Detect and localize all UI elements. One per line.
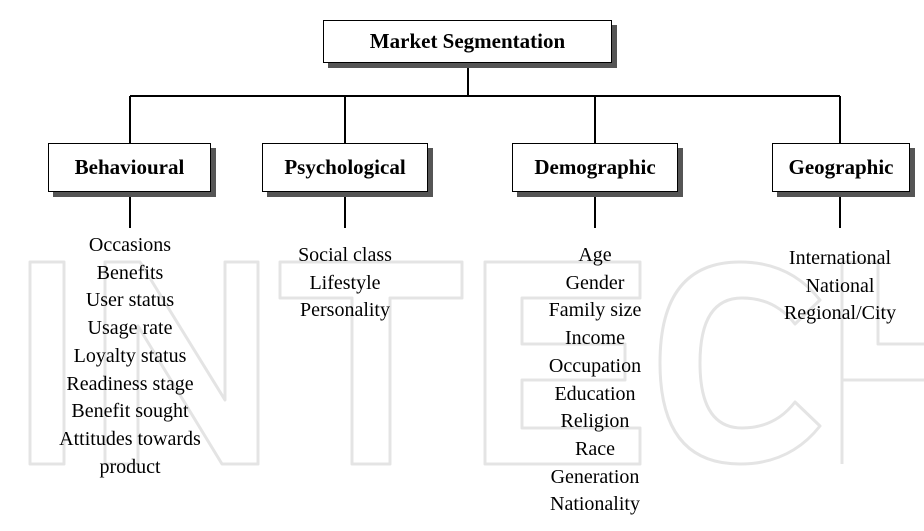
list-item: Gender: [565, 271, 625, 294]
list-item: Income: [565, 327, 625, 350]
category-box-psychological: Psychological: [262, 143, 428, 192]
root-node: Market Segmentation: [323, 20, 612, 63]
list-item: Attitudes towards: [59, 427, 201, 450]
list-item: Benefits: [96, 261, 164, 284]
item-list-demographic: Age Gender Family size Income Occupation…: [505, 242, 685, 519]
category-box-demographic: Demographic: [512, 143, 678, 192]
category-label: Geographic: [788, 155, 894, 179]
list-item: Social class: [298, 244, 392, 266]
category-box-geographic: Geographic: [772, 143, 910, 192]
list-item: Loyalty status: [73, 344, 187, 367]
list-item: Benefit sought: [71, 400, 189, 423]
category-label: Demographic: [534, 155, 656, 179]
category-box-behavioural: Behavioural: [48, 143, 211, 192]
list-item: Occupation: [548, 354, 642, 377]
list-item: product: [99, 455, 161, 478]
list-item: Age: [578, 244, 612, 266]
list-item: Personality: [300, 299, 390, 322]
list-item: Readiness stage: [66, 372, 194, 395]
item-list-geographic: International National Regional/City: [756, 245, 924, 328]
item-list-psychological: Social class Lifestyle Personality: [255, 242, 435, 325]
list-item: Education: [554, 382, 636, 405]
category-label: Psychological: [284, 155, 406, 179]
list-item: Family size: [548, 299, 642, 322]
item-list-behavioural: Occasions Benefits User status Usage rat…: [10, 232, 250, 481]
list-item: Usage rate: [87, 317, 173, 340]
list-item: Regional/City: [783, 302, 897, 325]
list-item: Nationality: [550, 493, 640, 516]
list-item: National: [805, 274, 875, 297]
root-label: Market Segmentation: [369, 29, 566, 53]
list-item: Generation: [550, 465, 640, 488]
list-item: International: [788, 247, 892, 269]
list-item: User status: [85, 289, 175, 312]
list-item: Religion: [560, 410, 630, 433]
list-item: Occasions: [88, 234, 172, 256]
list-item: Race: [575, 437, 615, 460]
list-item: Lifestyle: [309, 271, 381, 294]
category-label: Behavioural: [74, 155, 185, 179]
